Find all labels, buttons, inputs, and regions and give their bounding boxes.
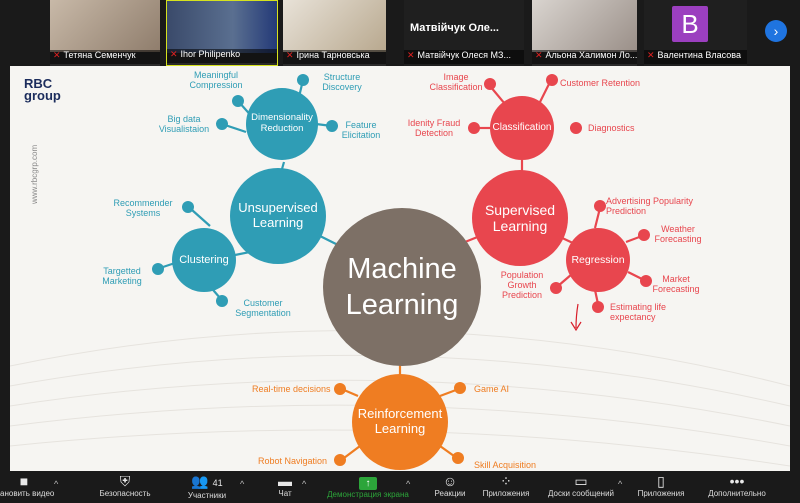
- label-customer-segmentation: Customer Segmentation: [235, 298, 291, 318]
- participant-display-name: Матвійчук Оле...: [410, 22, 499, 34]
- mic-muted-icon: ✕: [407, 50, 415, 60]
- label-image-classification: Image Classification: [429, 72, 483, 92]
- apps-button[interactable]: ⁘Приложения: [480, 473, 532, 499]
- share-options-caret[interactable]: ^: [406, 479, 411, 489]
- label-meaningful-compression: Meaningful Compression: [189, 70, 243, 90]
- label-weather-forecasting: Weather Forecasting: [654, 224, 702, 244]
- mic-muted-icon: ✕: [53, 50, 61, 60]
- participant-name: ✕Ihor Philipenko: [167, 49, 277, 63]
- regression-node: Regression: [566, 228, 630, 292]
- label-big-data-visualisation: Big data Visualistaion: [158, 114, 210, 134]
- reactions-button[interactable]: ☺Реакции: [428, 473, 472, 499]
- notes-apps-button[interactable]: ▯Приложения: [634, 473, 688, 499]
- share-screen-icon: ↑: [322, 473, 414, 490]
- participant-tile[interactable]: ✕Альона Халимон Ло...: [532, 0, 637, 66]
- participant-name: ✕Тетяна Семенчук: [50, 50, 160, 64]
- participant-tile[interactable]: ✕Тетяна Семенчук: [50, 0, 160, 66]
- document-icon: ▯: [657, 473, 665, 489]
- chat-bubble-icon: ▬: [278, 473, 292, 489]
- clustering-node: Clustering: [172, 228, 236, 292]
- participant-tile-active-speaker[interactable]: ✕Ihor Philipenko: [166, 0, 278, 66]
- company-url: www.rbcgrp.com: [30, 144, 39, 204]
- whiteboards-button[interactable]: ▭Доски сообщений: [547, 473, 614, 498]
- label-market-forecasting: Market Forecasting: [652, 274, 700, 294]
- classification-node: Classification: [490, 96, 554, 160]
- label-robot-navigation: Robot Navigation: [258, 456, 328, 466]
- security-button[interactable]: ⛨Безопасность: [94, 473, 156, 499]
- participant-tile[interactable]: ✕Ірина Тарновська: [283, 0, 386, 66]
- label-population-growth-prediction: Population Growth Prediction: [500, 270, 544, 300]
- dimensionality-reduction-node: Dimensionality Reduction: [246, 88, 318, 160]
- ellipsis-icon: •••: [729, 473, 745, 489]
- next-page-button[interactable]: ›: [765, 20, 787, 42]
- mic-muted-icon: ✕: [647, 50, 655, 60]
- unsupervised-learning-node: Unsupervised Learning: [230, 168, 326, 264]
- label-identity-fraud-detection: Idenity Fraud Detection: [407, 118, 461, 138]
- chat-button[interactable]: ▬Чат: [272, 473, 298, 499]
- mic-muted-icon: ✕: [170, 49, 178, 59]
- label-skill-acquisition: Skill Acquisition: [474, 460, 537, 470]
- reinforcement-learning-node: Reinforcement Learning: [352, 374, 448, 470]
- participant-video: [283, 0, 386, 52]
- mic-muted-icon: ✕: [535, 50, 543, 60]
- chat-options-caret[interactable]: ^: [302, 479, 307, 489]
- label-customer-retention: Customer Retention: [560, 78, 641, 88]
- apps-icon: ⁘: [500, 473, 512, 489]
- label-real-time-decisions: Real-time decisions: [252, 384, 331, 394]
- shield-icon: ⛨: [119, 473, 131, 489]
- label-recommender-systems: Recommender Systems: [113, 198, 173, 218]
- participant-name: ✕Ірина Тарновська: [283, 50, 386, 64]
- smiley-icon: ☺: [442, 473, 458, 489]
- participant-name: ✕Валентина Власова: [644, 50, 747, 64]
- mic-muted-icon: ✕: [286, 50, 294, 60]
- participants-options-caret[interactable]: ^: [240, 479, 245, 489]
- video-button[interactable]: ■ановить видео: [0, 473, 55, 498]
- participant-tile[interactable]: Матвійчук Оле... ✕Матвійчук Олеся МЗ...: [404, 0, 524, 66]
- participant-tile[interactable]: B ✕Валентина Власова: [644, 0, 747, 66]
- supervised-learning-node: Supervised Learning: [472, 170, 568, 266]
- label-structure-discovery: Structure Discovery: [322, 72, 362, 92]
- share-screen-button[interactable]: ↑Демонстрация экрана: [322, 473, 414, 500]
- machine-learning-center: Machine Learning: [323, 208, 481, 366]
- label-diagnostics: Diagnostics: [588, 123, 635, 133]
- more-button[interactable]: •••Дополнительно: [704, 473, 770, 499]
- label-game-ai: Game AI: [474, 384, 510, 394]
- video-options-caret[interactable]: ^: [54, 479, 59, 489]
- label-targetted-marketing: Targetted Marketing: [102, 266, 142, 286]
- participant-video: [50, 0, 160, 52]
- participant-avatar: B: [672, 6, 708, 42]
- participant-strip: ✕Тетяна Семенчук ✕Ihor Philipenko ✕Ірина…: [0, 0, 800, 66]
- participant-video: [167, 1, 277, 53]
- video-camera-icon: ■: [19, 473, 29, 489]
- participant-name: ✕Матвійчук Олеся МЗ...: [404, 50, 524, 64]
- participant-name: ✕Альона Халимон Ло...: [532, 50, 637, 64]
- label-estimating-life-expectancy: Estimating life expectancy: [610, 302, 667, 322]
- label-feature-elicitation: Feature Elicitation: [341, 120, 381, 140]
- whiteboards-options-caret[interactable]: ^: [618, 479, 623, 489]
- whiteboard-icon: ▭: [574, 473, 588, 489]
- label-advertising-popularity-prediction: Advertising Popularity Prediction: [606, 196, 694, 216]
- people-icon: 👥 41: [191, 473, 223, 489]
- participant-video: [532, 0, 637, 52]
- chevron-right-icon: ›: [773, 23, 779, 39]
